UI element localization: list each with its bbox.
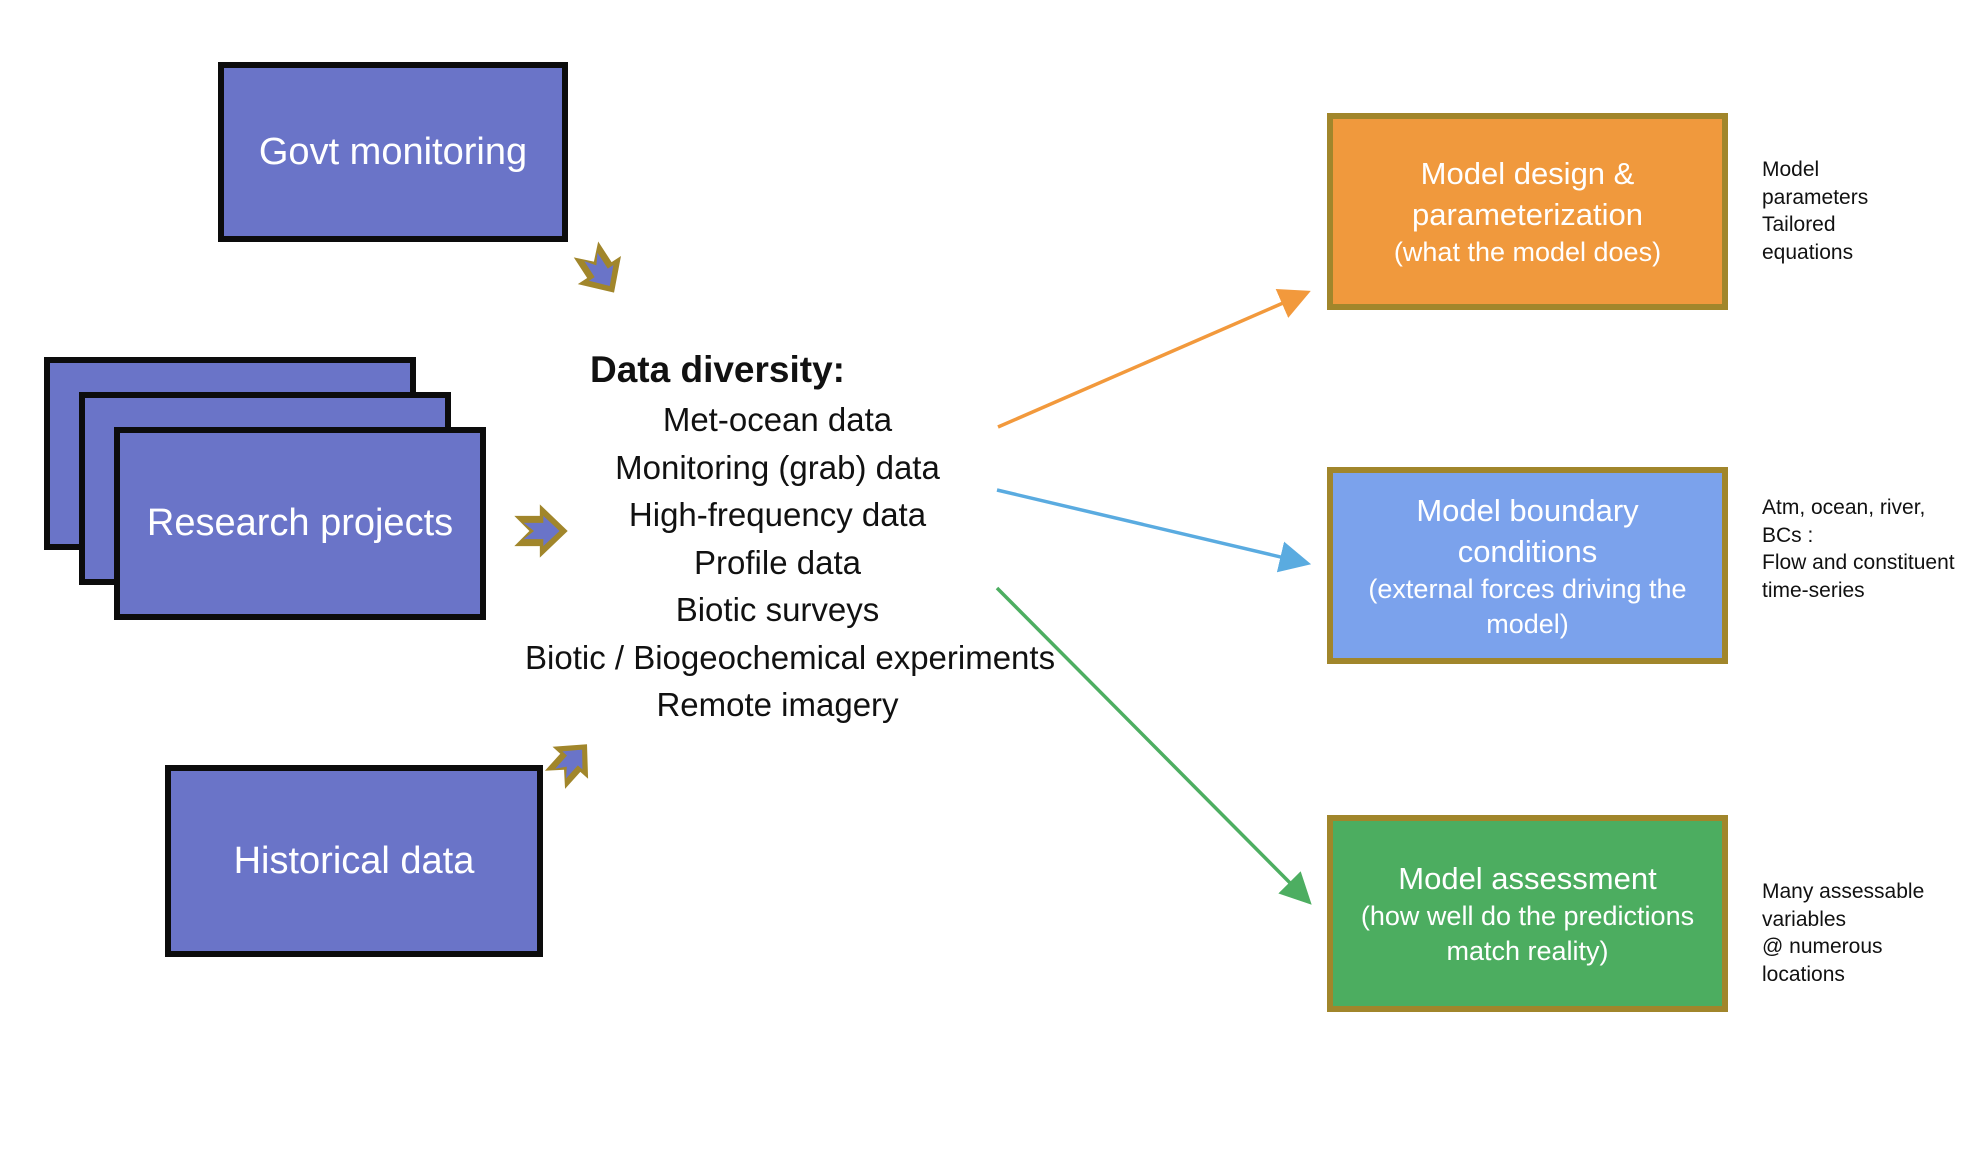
data-diversity-heading: Data diversity: [590, 349, 845, 390]
data-diversity-list: Data diversity: Met-ocean data Monitorin… [525, 344, 1056, 729]
historical-data-box: Historical data [165, 765, 543, 957]
model-assessment-annotation: Many assessable variables @ numerous loc… [1762, 880, 1925, 986]
chevron-arrow-icon [544, 744, 589, 789]
chevron-arrow-icon [573, 241, 621, 293]
diversity-item-remote-imagery: Remote imagery [656, 686, 899, 723]
model-assessment-title: Model assessment [1398, 861, 1657, 896]
diversity-item-profile: Profile data [694, 543, 861, 581]
model-design-box: Model design & parameterization (what th… [1327, 113, 1728, 310]
diversity-item-biotic-surveys: Biotic surveys [675, 591, 880, 628]
research-projects-box: Research projects [114, 427, 486, 620]
model-assessment-box: Model assessment (how well do the predic… [1327, 815, 1728, 1012]
model-boundary-box: Model boundary conditions (external forc… [1327, 467, 1728, 664]
diversity-item-met-ocean: Met-ocean data [662, 401, 893, 438]
chevron-arrow-icon [514, 504, 568, 558]
connector-to-model-boundary [996, 488, 1312, 573]
model-boundary-title: Model boundary conditions [1416, 492, 1639, 569]
model-boundary-caption: (external forces driving the model) [1368, 573, 1687, 639]
model-design-caption: (what the model does) [1393, 237, 1662, 267]
govt-monitoring-label: Govt monitoring [258, 130, 528, 173]
historical-data-label: Historical data [233, 839, 475, 882]
govt-monitoring-box: Govt monitoring [218, 62, 568, 242]
diversity-item-biogeochemical-experiments: Biotic / Biogeochemical experiments [525, 638, 1056, 676]
diversity-item-high-frequency: High-frequency data [628, 496, 927, 533]
model-assessment-caption: (how well do the predictions match reali… [1360, 901, 1695, 966]
diversity-item-monitoring-grab: Monitoring (grab) data [615, 448, 940, 486]
connector-to-model-assessment [995, 586, 1312, 905]
research-projects-label: Research projects [146, 502, 454, 544]
model-design-title: Model design & parameterization [1412, 156, 1643, 232]
connector-to-model-design [997, 289, 1311, 429]
model-design-annotation: Model parameters Tailored equations [1762, 158, 1869, 264]
model-boundary-annotation: Atm, ocean, river, BCs : Flow and consti… [1762, 496, 1955, 602]
